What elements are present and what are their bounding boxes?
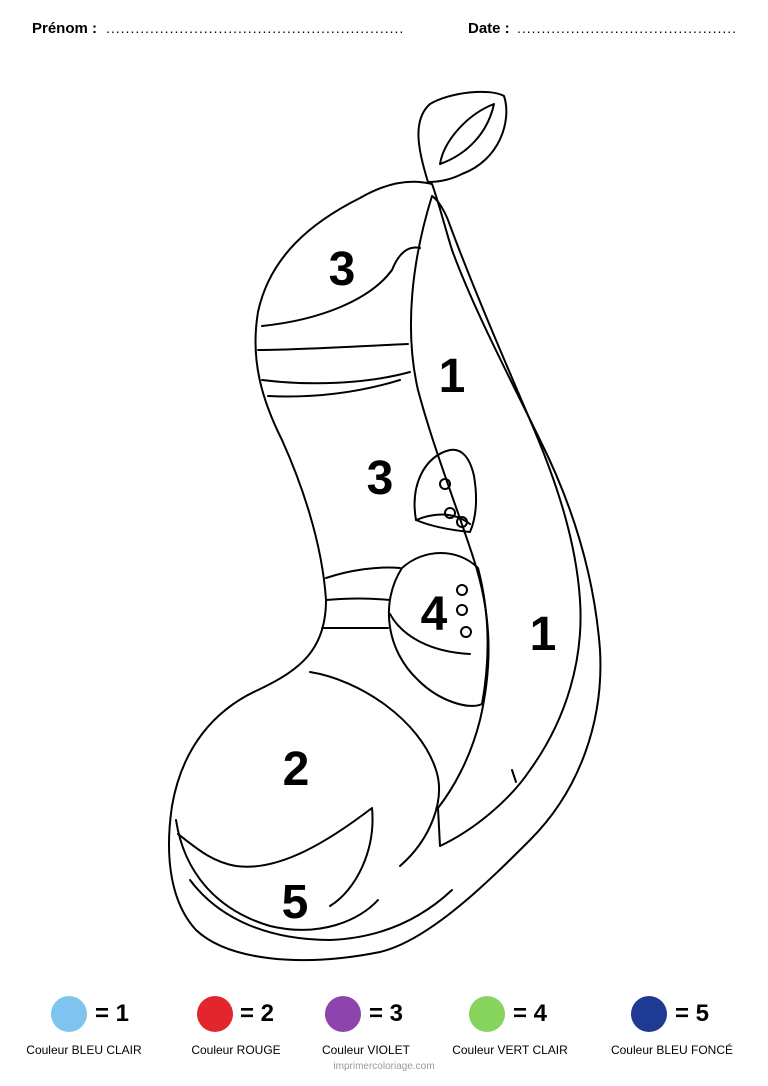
ornament-top: [413, 448, 478, 533]
legend-equation: = 4: [513, 1000, 548, 1027]
date-field-dots: ........................................…: [517, 20, 737, 36]
name-field-dots: ........................................…: [106, 20, 402, 36]
region-number: 4: [421, 588, 448, 641]
stocking-loop-inner: [439, 103, 495, 165]
region-number: 2: [283, 743, 310, 796]
stocking-loop: [417, 90, 508, 183]
legend-item-3: = 3 Couleur VIOLET: [291, 992, 441, 1062]
legend-equation: = 1: [95, 1000, 130, 1027]
color-swatch-red: [197, 996, 233, 1032]
legend-item-4: = 4 Couleur VERT CLAIR: [435, 992, 585, 1062]
region-number: 1: [439, 350, 466, 403]
legend-caption: Couleur ROUGE: [191, 1043, 281, 1057]
name-label: Prénom :: [32, 20, 98, 37]
header: Prénom : ...............................…: [0, 20, 768, 42]
region-number: 3: [367, 452, 394, 505]
color-legend: = 1 Couleur BLEU CLAIR = 2 Couleur ROUGE…: [0, 992, 768, 1062]
legend-caption: Couleur VERT CLAIR: [452, 1043, 568, 1057]
legend-item-1: = 1 Couleur BLEU CLAIR: [9, 992, 159, 1062]
legend-item-2: = 2 Couleur ROUGE: [161, 992, 311, 1062]
color-swatch-dark-blue: [631, 996, 667, 1032]
region-number: 5: [282, 876, 309, 929]
color-swatch-light-blue: [51, 996, 87, 1032]
legend-item-5: = 5 Couleur BLEU FONCÉ: [597, 992, 747, 1062]
legend-caption: Couleur BLEU FONCÉ: [610, 1043, 734, 1057]
color-swatch-violet: [325, 996, 361, 1032]
legend-caption: Couleur BLEU CLAIR: [26, 1043, 142, 1057]
region-number: 1: [530, 608, 557, 661]
legend-equation: = 5: [675, 1000, 710, 1027]
date-label: Date :: [468, 20, 510, 37]
cuff-band: [409, 195, 582, 847]
site-footer: imprimercoloriage.com: [333, 1061, 435, 1072]
legend-equation: = 2: [240, 1000, 275, 1027]
stocking-drawing: 3 1 3 4 1 2 5: [168, 90, 602, 962]
legend-caption: Couleur VIOLET: [321, 1043, 411, 1057]
region-number: 3: [329, 243, 356, 296]
legend-equation: = 3: [369, 1000, 404, 1027]
color-swatch-light-green: [469, 996, 505, 1032]
ornament-bottom: [387, 552, 489, 707]
stocking-outline: [168, 180, 602, 962]
